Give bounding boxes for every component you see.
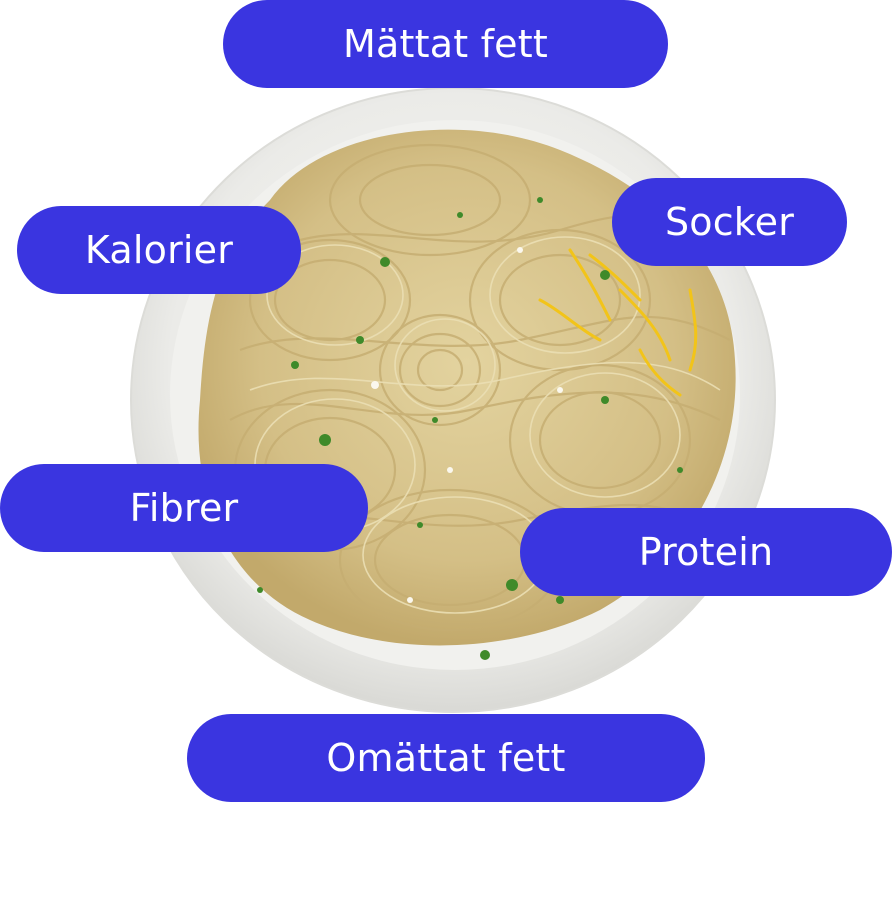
sugar-label: Socker — [612, 178, 847, 266]
fiber-label: Fibrer — [0, 464, 368, 552]
unsaturated-fat-label: Omättat fett — [187, 714, 705, 802]
saturated-fat-label: Mättat fett — [223, 0, 668, 88]
calories-label: Kalorier — [17, 206, 301, 294]
lemon-zest — [538, 248, 698, 397]
parsley-flecks — [257, 197, 683, 660]
protein-label: Protein — [520, 508, 892, 596]
